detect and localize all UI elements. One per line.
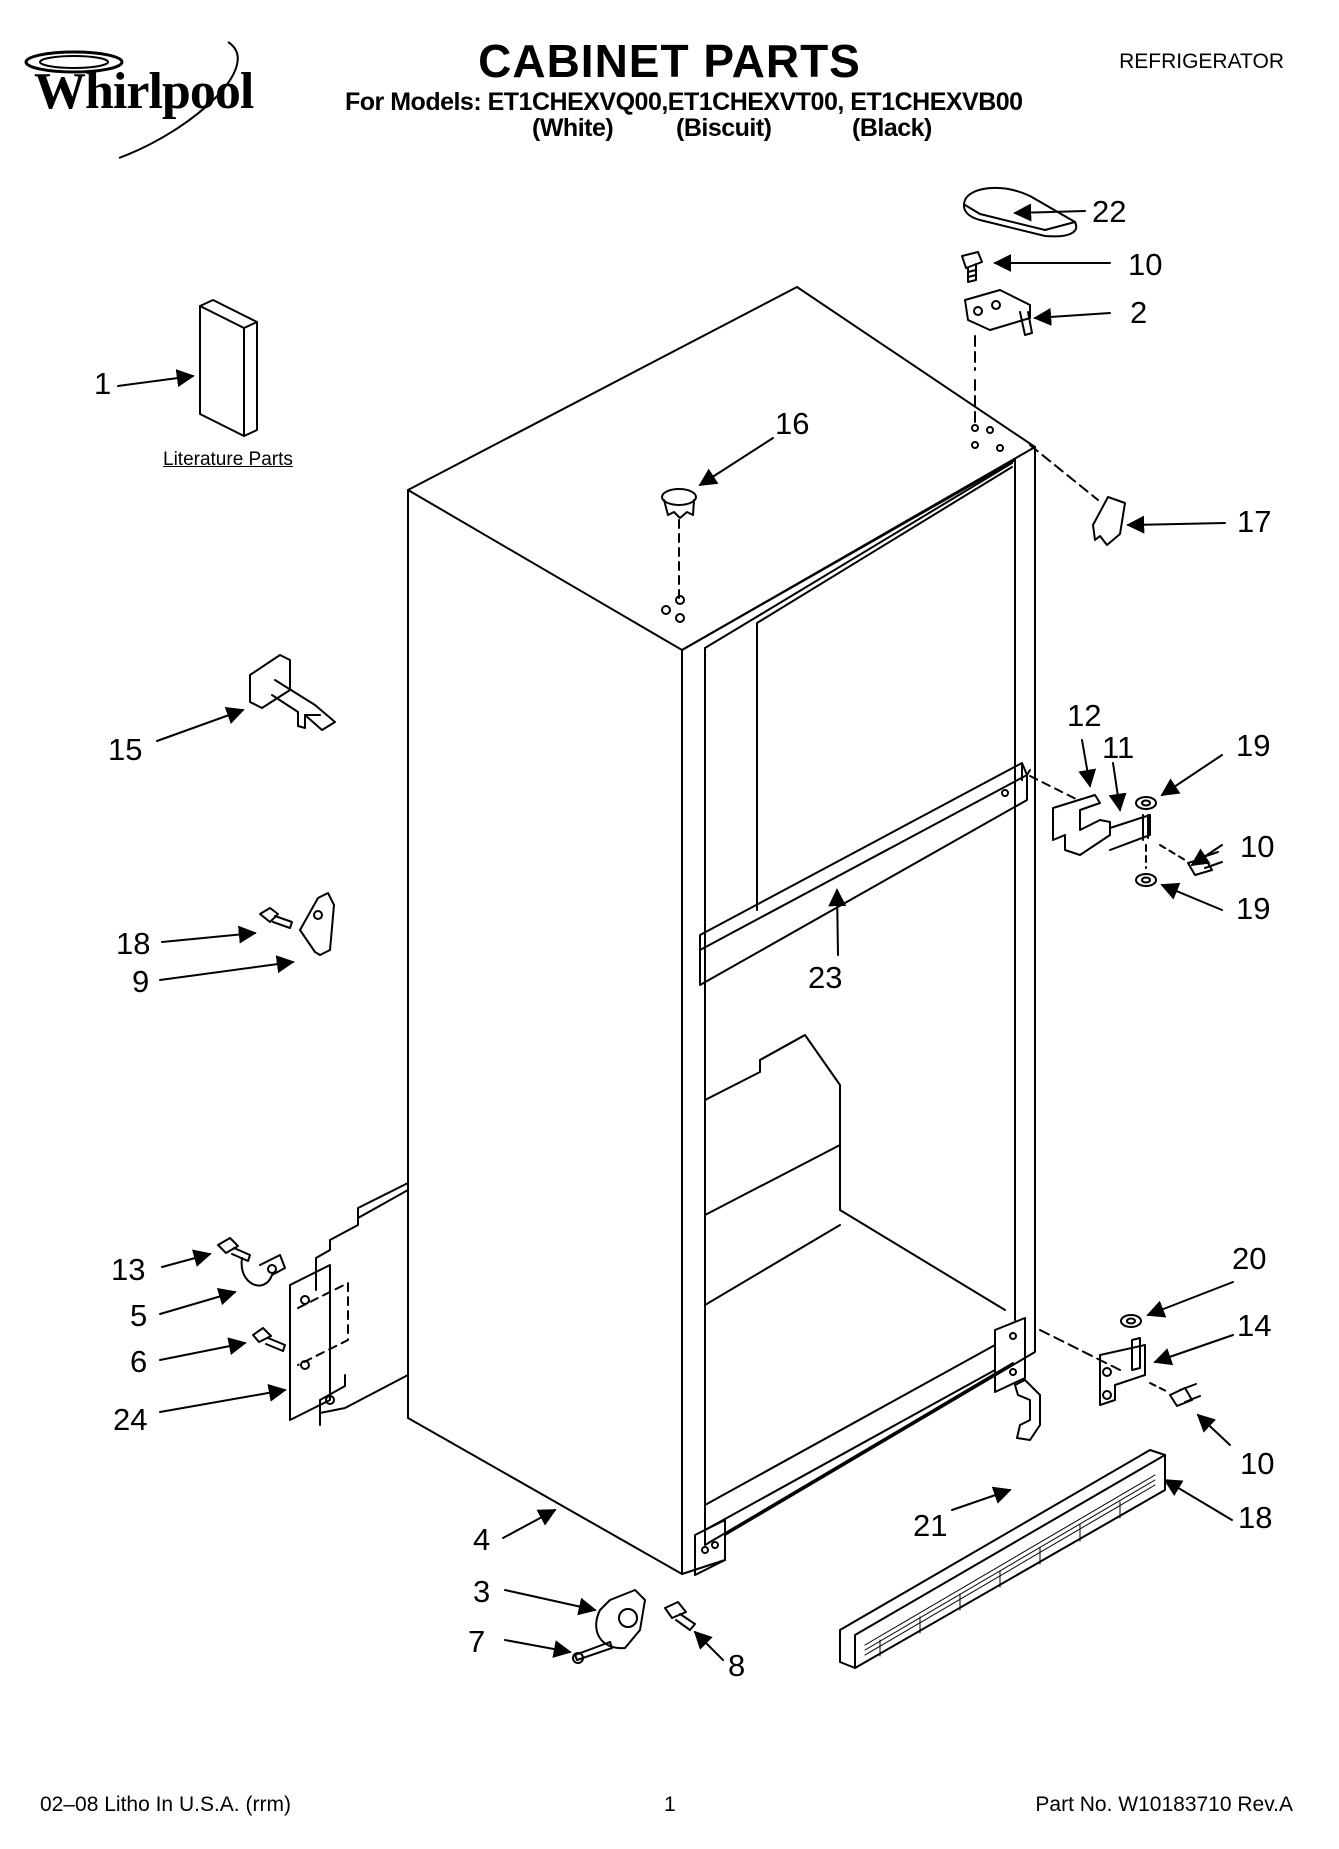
hinge-cap-part [1029, 444, 1126, 546]
callout-label: 7 [468, 1624, 486, 1659]
callout-label: 10 [1128, 247, 1163, 282]
roller-part [572, 1589, 696, 1664]
grille-clip-part [1014, 1379, 1041, 1441]
leveler-part [249, 654, 336, 731]
callout-label: 10 [1240, 829, 1275, 864]
top-hinge-screw-part [961, 251, 983, 283]
page-number: 1 [664, 1793, 676, 1816]
whirlpool-logo: Whirlpool [14, 40, 264, 170]
callout-label: 17 [1237, 504, 1272, 539]
callout-label: 24 [113, 1402, 148, 1437]
base-grille-part [839, 1449, 1166, 1669]
callout-label: 16 [775, 406, 810, 441]
callout-label: 13 [111, 1252, 146, 1287]
callout-label: 18 [116, 926, 151, 961]
callout-label: 11 [1102, 730, 1135, 765]
callout-label: 18 [1238, 1500, 1273, 1535]
callout-leaders [117, 203, 1234, 1661]
callout-label: 14 [1237, 1308, 1272, 1343]
callout-label: 22 [1092, 194, 1127, 229]
callout-label: 2 [1130, 295, 1148, 330]
callout-label: 12 [1067, 698, 1102, 733]
part-number: Part No. W10183710 Rev.A [1035, 1793, 1293, 1816]
literature-parts-label: Literature Parts [163, 449, 293, 470]
callout-label: 15 [108, 732, 143, 767]
bottom-hinge-part [1039, 1314, 1201, 1407]
callout-label: 21 [913, 1508, 948, 1543]
rear-bracket-part [217, 1237, 349, 1421]
plug-button-part [661, 488, 697, 601]
color-white: (White) [532, 114, 614, 142]
top-hinge-part [964, 289, 1033, 426]
color-biscuit: (Biscuit) [676, 114, 772, 142]
footer-print-info: 02–08 Litho In U.S.A. (rrm) [40, 1793, 291, 1816]
product-type: REFRIGERATOR [1119, 50, 1284, 73]
callout-label: 19 [1236, 891, 1271, 926]
callout-label: 1 [94, 366, 112, 401]
left-clip-part [259, 892, 335, 956]
literature-parts-part [199, 299, 258, 437]
hinge-cover-part [962, 186, 1078, 238]
callout-label: 4 [473, 1522, 491, 1557]
callout-label: 5 [130, 1298, 148, 1333]
center-hinge-part [1029, 775, 1223, 887]
callout-label: 20 [1232, 1241, 1267, 1276]
callout-label: 9 [132, 964, 150, 999]
brand-name: Whirlpool [34, 63, 254, 120]
page-title: CABINET PARTS [478, 35, 861, 87]
callout-label: 8 [728, 1648, 746, 1683]
callout-label: 6 [130, 1344, 148, 1379]
cabinet-divider-rail [699, 762, 1028, 951]
callout-label: 3 [473, 1574, 491, 1609]
callout-label: 10 [1240, 1446, 1275, 1481]
cabinet [315, 286, 1036, 1576]
callout-label: 23 [808, 960, 843, 995]
models-line: For Models: ET1CHEXVQ00,ET1CHEXVT00, ET1… [345, 88, 1023, 116]
color-black: (Black) [852, 114, 932, 142]
callout-label: 19 [1236, 728, 1271, 763]
logo-swirl-icon [24, 41, 239, 159]
